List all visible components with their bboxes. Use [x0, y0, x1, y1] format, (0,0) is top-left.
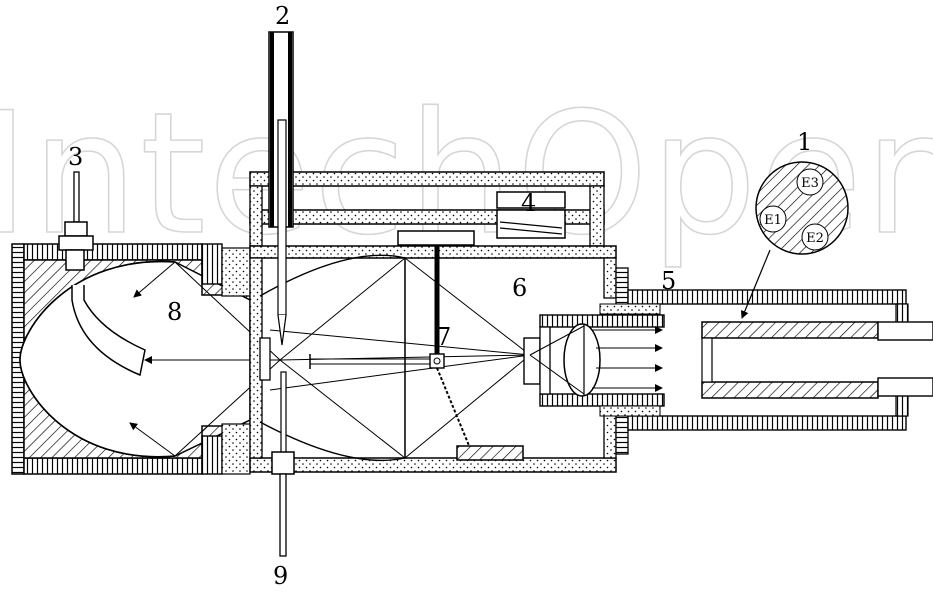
sample-inset: E3 E1 E2: [740, 161, 849, 319]
block-4-line-a: [499, 221, 563, 229]
label-5: 5: [661, 267, 676, 295]
left-ellipsoid-mirror: [19, 260, 176, 458]
housing-right-post: [589, 185, 605, 247]
lens-tube: [523, 314, 665, 407]
left-top-flange: [201, 243, 223, 285]
rod-2-tip: [277, 314, 287, 346]
lens-tube-bottom: [539, 393, 665, 407]
label-4: 4: [521, 189, 536, 217]
seal-top: [599, 303, 661, 315]
connector-rod: [73, 171, 80, 223]
bottom-plate: [456, 445, 524, 461]
sample-7: [429, 353, 445, 369]
connector-3: [58, 171, 94, 271]
right-flange-bottom: [615, 413, 629, 455]
output-tube-top: [877, 321, 933, 341]
housing-left-post: [249, 185, 263, 247]
inset-pointer: [740, 249, 771, 319]
label-7: 7: [436, 323, 451, 351]
label-9: 9: [273, 562, 288, 588]
ray-r2: [279, 359, 406, 459]
e3-label: E3: [801, 176, 819, 191]
ray-r5: [404, 354, 531, 459]
rod-2: [268, 31, 294, 346]
curved-probe: [71, 285, 146, 377]
chamber-right-wall-top: [603, 257, 617, 299]
outer-tube-bottom: [627, 415, 907, 431]
lens: [563, 323, 601, 397]
left-bottom-flange: [201, 435, 223, 475]
chamber-top-wall: [249, 245, 617, 259]
connector-nut: [64, 221, 88, 237]
label-6: 6: [512, 274, 527, 302]
e1-label: E1: [764, 213, 782, 228]
detector-top: [701, 321, 879, 339]
outer-tube-top: [627, 289, 907, 305]
left-top-wall: [23, 243, 203, 261]
left-bottom-seal: [221, 423, 251, 475]
ray-arrow-upper: [133, 261, 176, 298]
ray-r4: [404, 257, 531, 356]
electrode-e3: [796, 168, 824, 196]
lens-tube-top: [539, 314, 665, 328]
sample-7-dot: [433, 357, 441, 365]
right-tube: [599, 267, 933, 455]
ray-r7: [269, 354, 531, 391]
electrode-e1: [759, 205, 787, 233]
right-flange-top: [615, 267, 629, 307]
lens-tube-back: [539, 326, 551, 395]
block-4-line-b: [499, 227, 563, 235]
rod-9-lower: [279, 473, 287, 557]
detector-bottom: [701, 381, 879, 399]
electrode-e2: [801, 223, 829, 251]
left-top-seal: [221, 247, 251, 297]
connector-tip: [65, 249, 85, 271]
housing-top-1: [249, 171, 605, 187]
upper-plate: [397, 230, 475, 246]
label-1: 1: [797, 128, 812, 156]
detector-back: [701, 337, 713, 383]
dashed-link: [436, 367, 471, 449]
label-2: 2: [275, 2, 290, 30]
left-bottom-wall: [23, 457, 203, 475]
ray-arrow-lower: [129, 422, 176, 457]
seal-bottom: [599, 405, 661, 417]
ray-r6: [269, 329, 531, 356]
lens-ray-a: [529, 325, 585, 356]
label-8: 8: [167, 298, 182, 326]
rod-9-upper: [280, 371, 287, 457]
rod-2-inner: [277, 119, 287, 316]
left-chamber: [11, 243, 281, 475]
chamber-bottom-wall: [249, 457, 617, 473]
ray-r1: [279, 257, 406, 361]
output-tube-bottom: [877, 377, 933, 397]
label-3: 3: [68, 143, 83, 171]
rod-9-clamp: [271, 451, 295, 475]
middle-housing: [249, 171, 617, 557]
lens-ray-b: [529, 354, 585, 395]
window: [259, 337, 271, 381]
block-4-top: [496, 191, 566, 209]
e2-label: E2: [806, 231, 824, 246]
connector-body: [58, 235, 94, 251]
